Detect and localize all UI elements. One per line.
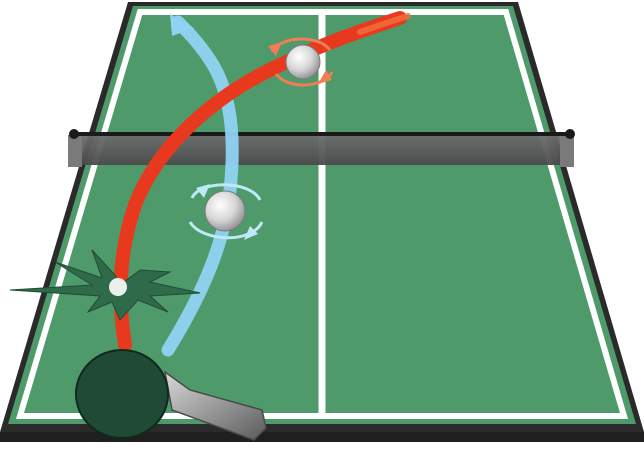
net-post-left: [68, 135, 82, 167]
net: [68, 129, 575, 167]
impact-center-glow: [109, 278, 127, 296]
ball-icon: [205, 191, 245, 231]
paddle-face: [76, 350, 168, 438]
ball-icon: [286, 45, 320, 79]
net-cord-end-left: [69, 129, 79, 139]
table-front-edge: [0, 432, 644, 442]
net-cord-end-right: [565, 129, 575, 139]
net-post-right: [560, 135, 574, 167]
net-band: [74, 135, 572, 165]
